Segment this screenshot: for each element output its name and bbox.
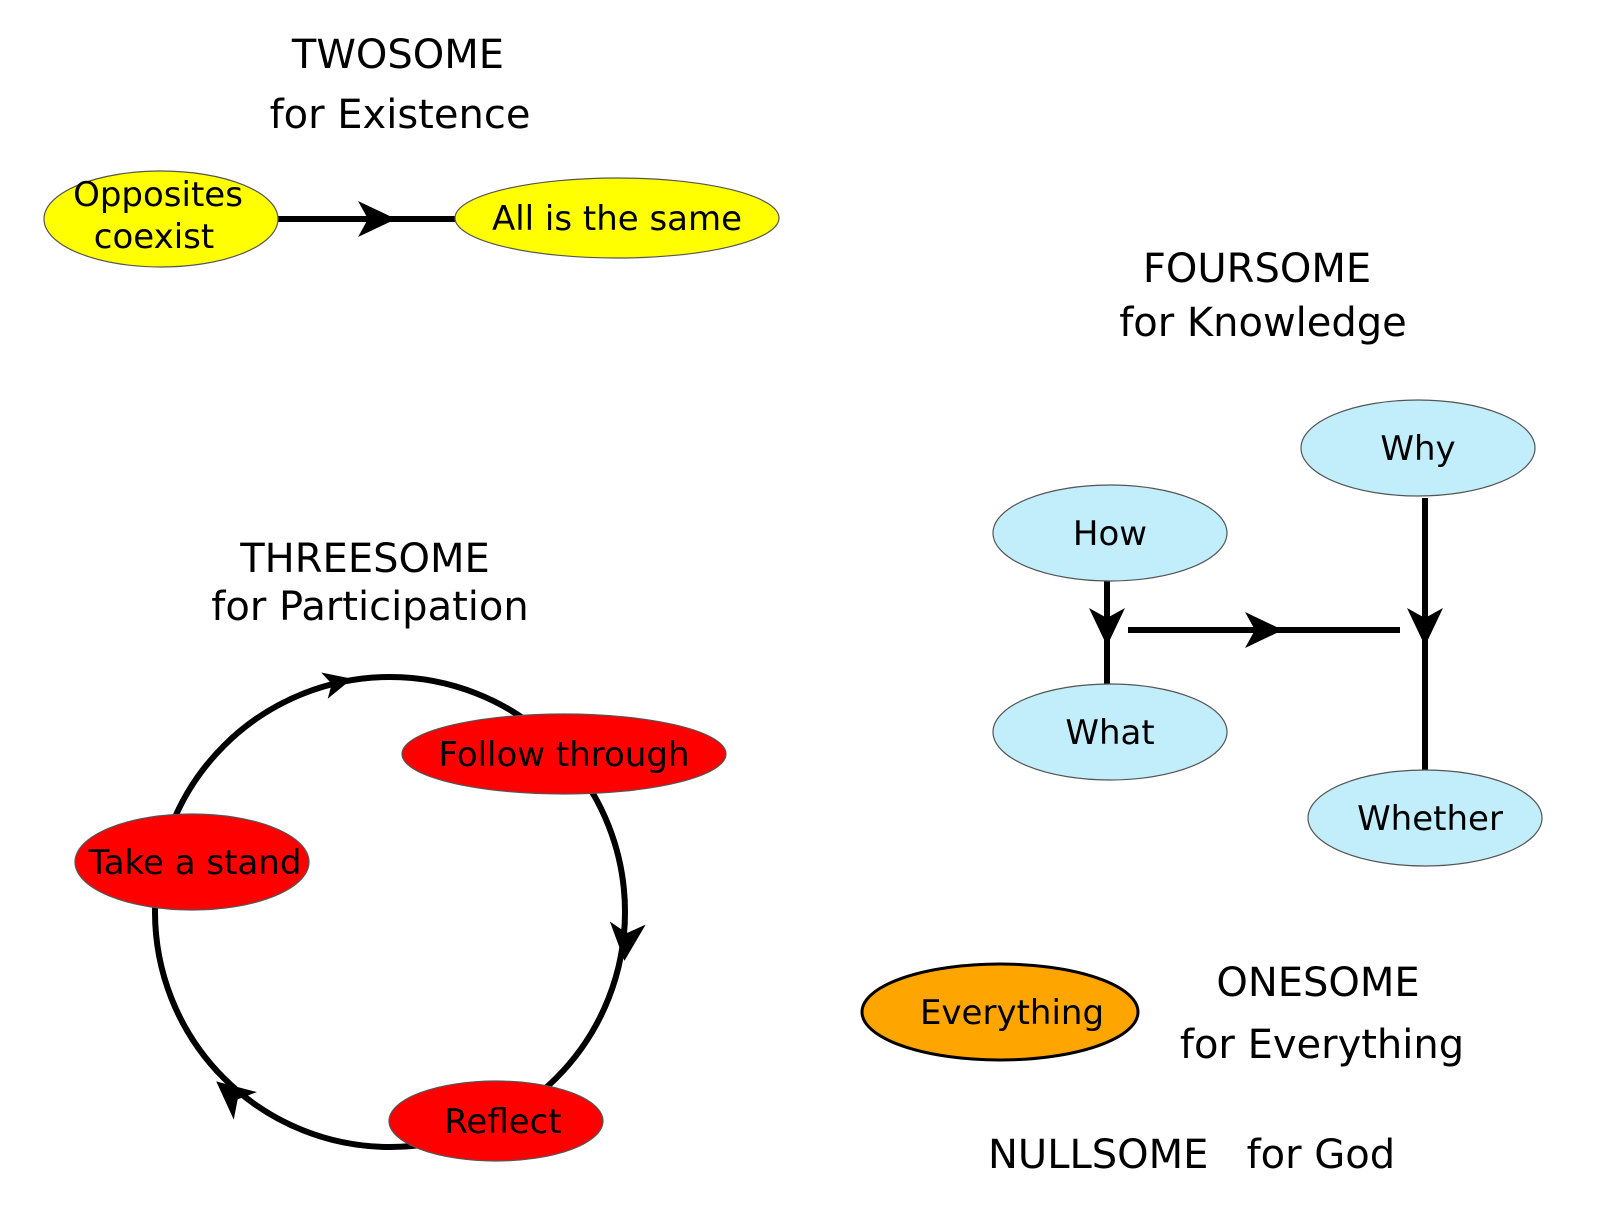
threesome-subtitle: for Participation [211,584,528,630]
node-reflect [388,1080,604,1162]
onesome-group: Everything ONESOME for Everything [860,960,1464,1068]
onesome-subtitle: for Everything [1180,1022,1464,1068]
foursome-group: FOURSOME for Knowledge Why How What Whet… [992,246,1543,867]
node-what-label: What [1065,713,1154,753]
twosome-subtitle: for Existence [270,92,531,138]
nullsome-label: NULLSOME for God [988,1132,1395,1178]
node-why-label: Why [1380,429,1455,469]
node-follow-through-label: Follow through [438,735,689,775]
participation-cycle [152,674,628,1150]
cycle-arrowhead-bottom [204,1067,257,1120]
node-opposites-coexist-label-line2: coexist [94,217,214,257]
onesome-title: ONESOME [1216,960,1419,1006]
node-everything-label: Everything [920,993,1104,1033]
node-why [1300,399,1536,497]
foursome-subtitle: for Knowledge [1119,300,1407,346]
node-whether-label: Whether [1357,799,1503,839]
node-what [992,683,1228,781]
node-how-label: How [1073,514,1147,554]
foursome-title: FOURSOME [1143,246,1371,292]
twosome-group: TWOSOME for Existence Opposites coexist … [43,32,780,268]
node-take-a-stand-label: Take a stand [88,843,302,883]
node-opposites-coexist [43,170,279,268]
node-all-is-the-same [454,177,780,259]
twosome-title: TWOSOME [291,32,504,78]
node-opposites-coexist-label-line1: Opposites [73,175,243,215]
node-everything [860,962,1140,1062]
node-take-a-stand [74,813,310,911]
threesome-title: THREESOME [239,536,490,582]
node-follow-through [401,713,727,795]
node-reflect-label: Reflect [444,1102,561,1142]
node-how [992,484,1228,582]
node-all-is-the-same-label: All is the same [492,199,742,239]
threesome-group: THREESOME for Participation Follow throu… [74,536,727,1162]
node-whether [1307,769,1543,867]
